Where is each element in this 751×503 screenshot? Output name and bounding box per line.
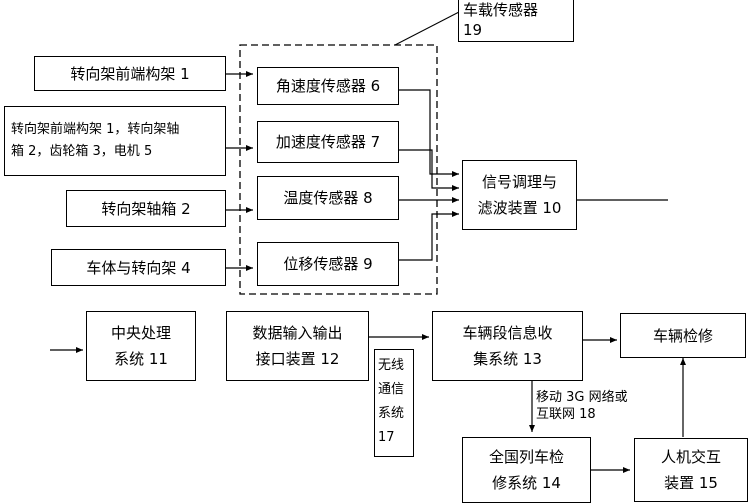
onboard-sensor-group-border [239, 44, 438, 295]
sensor-angular-velocity-label: 角速度传感器 6 [275, 77, 381, 95]
sensor-temperature-label: 温度传感器 8 [283, 189, 373, 207]
onboard-group-number: 19 [463, 21, 483, 39]
data-io-interface: 数据输入输出 接口装置 12 [226, 311, 369, 381]
source-multi-components: 转向架前端构架 1，转向架轴 箱 2，齿轮箱 3，电机 5 [4, 106, 226, 176]
sensor-temperature: 温度传感器 8 [257, 176, 399, 220]
arrow-sensor9-to-conditioning [398, 211, 459, 261]
sensor-angular-velocity: 角速度传感器 6 [257, 67, 399, 105]
onboard-group-label-box: 车载传感器 19 [458, 0, 574, 42]
source-axle-box-label: 转向架轴箱 2 [101, 199, 191, 218]
onboard-group-title: 车载传感器 [463, 1, 539, 19]
source-front-frame-label: 转向架前端构架 1 [70, 64, 190, 83]
network-label-text: 移动 3G 网络或 互联网 18 [536, 390, 628, 422]
vehicle-maintenance-label: 车辆检修 [652, 326, 713, 345]
arrow-sensor6-to-conditioning [398, 89, 459, 177]
national-train-maintenance-system: 全国列车检 修系统 14 [462, 437, 591, 503]
human-machine-interface: 人机交互 装置 15 [634, 438, 748, 502]
sensor-displacement: 位移传感器 9 [257, 242, 399, 286]
depot-info-collection-system: 车辆段信息收 集系统 13 [432, 311, 583, 381]
national-train-maintenance-system-label: 全国列车检 修系统 14 [488, 448, 564, 492]
central-processing-system: 中央处理 系统 11 [86, 311, 196, 381]
depot-info-collection-system-label: 车辆段信息收 集系统 13 [462, 324, 553, 368]
source-body-bogie-label: 车体与转向架 4 [86, 258, 191, 277]
arrow-sensor7-to-conditioning [398, 149, 459, 191]
sensor-displacement-label: 位移传感器 9 [283, 255, 373, 273]
sensor-acceleration: 加速度传感器 7 [257, 121, 399, 163]
source-body-bogie: 车体与转向架 4 [51, 249, 226, 286]
network-label: 移动 3G 网络或 互联网 18 [536, 389, 666, 423]
group-label-leader [394, 11, 460, 46]
signal-conditioning-filter-label: 信号调理与 滤波装置 10 [477, 173, 562, 217]
source-axle-box: 转向架轴箱 2 [66, 190, 226, 227]
source-front-frame: 转向架前端构架 1 [34, 56, 226, 91]
human-machine-interface-label: 人机交互 装置 15 [660, 448, 721, 492]
vehicle-maintenance: 车辆检修 [620, 313, 746, 358]
wireless-communication-system-label: 无线 通信 系统 17 [378, 358, 405, 445]
sensor-acceleration-label: 加速度传感器 7 [275, 133, 381, 151]
central-processing-system-label: 中央处理 系统 11 [110, 324, 171, 368]
source-multi-components-label: 转向架前端构架 1，转向架轴 箱 2，齿轮箱 3，电机 5 [11, 122, 180, 159]
signal-conditioning-filter: 信号调理与 滤波装置 10 [462, 160, 577, 230]
wireless-communication-system: 无线 通信 系统 17 [374, 349, 414, 457]
data-io-interface-label: 数据输入输出 接口装置 12 [252, 324, 343, 368]
